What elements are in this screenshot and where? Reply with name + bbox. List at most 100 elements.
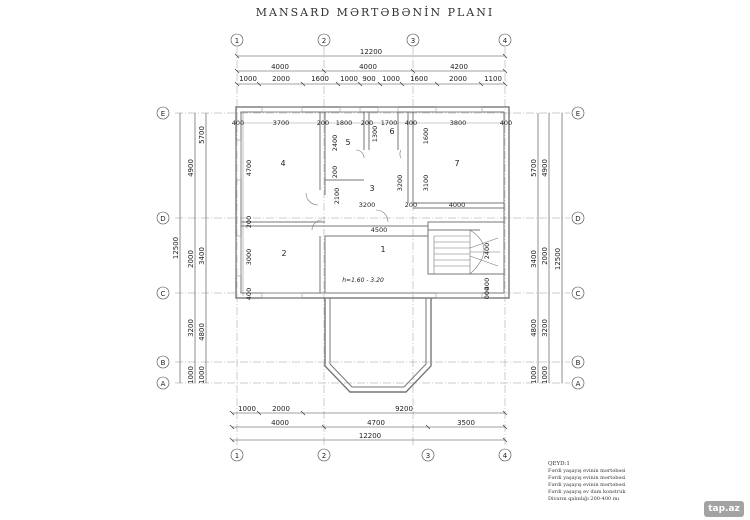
axis-label-row: B (161, 359, 166, 367)
dim-interior: 2400 (331, 135, 339, 152)
dim-top-chain2: 1100 (484, 75, 502, 83)
axis-label-row: D (160, 215, 165, 223)
dimension-lines (179, 55, 563, 441)
room-number: 7 (454, 159, 459, 168)
dim-interior: 200 (331, 166, 339, 178)
dim-interior: 200 (405, 201, 417, 209)
top-dimensions: 12200 4000 4000 4200 1000 2000 1600 1000… (239, 48, 502, 83)
dim-right-outer: 4800 (530, 319, 538, 337)
dim-right-outer: 3400 (530, 250, 538, 268)
dim-bottom-chain2: 4000 (271, 419, 289, 427)
dim-left-total: 12500 (172, 237, 180, 259)
dim-interior: 1800 (336, 119, 353, 127)
doors (305, 149, 402, 231)
dim-right-outer: 5700 (530, 159, 538, 177)
dim-interior: 3100 (422, 175, 430, 192)
room-number: 6 (389, 127, 394, 136)
dim-left-outer: 4800 (198, 323, 206, 341)
dim-right-inner: 4900 (541, 159, 549, 177)
dim-right-outer: 1000 (530, 366, 538, 384)
dim-right-total: 12500 (554, 248, 562, 270)
dim-interior: 3200 (359, 201, 376, 209)
axis-label-row: B (576, 359, 581, 367)
interior-dimensions: 400 3700 200 1800 200 1700 400 3800 400 … (232, 119, 512, 300)
windows (235, 106, 483, 299)
dim-interior: 4700 (245, 160, 253, 177)
axis-label-row: E (161, 110, 165, 118)
axis-label-col: 1 (235, 37, 239, 45)
axis-label-row: C (161, 290, 166, 298)
axis-labels: 1 2 3 4 1 2 3 4 E D C B A E D C B A (160, 37, 580, 460)
dim-top-chain2: 2000 (272, 75, 290, 83)
dim-bottom-chain2: 4700 (367, 419, 385, 427)
dim-interior: 400 (232, 119, 244, 127)
dim-left-inner: 1000 (187, 366, 195, 384)
dim-interior: 3000 (245, 249, 253, 266)
axis-label-col: 2 (322, 452, 326, 460)
dim-top-chain1: 4000 (359, 63, 377, 71)
axis-label-row: A (576, 380, 581, 388)
dim-top-chain2: 1000 (340, 75, 358, 83)
dim-interior: 400 (245, 288, 253, 300)
dim-left-outer: 3400 (198, 247, 206, 265)
height-note: h=1.60 - 3.20 (342, 277, 384, 284)
dim-bottom-total: 12200 (359, 432, 381, 440)
dim-top-chain1: 4200 (450, 63, 468, 71)
dim-bottom-chain1: 1000 (238, 405, 256, 413)
watermark: tap.az (704, 501, 744, 517)
dim-interior: 200 (245, 216, 253, 228)
room-number: 5 (345, 138, 350, 147)
dim-right-inner: 2000 (541, 247, 549, 265)
notes-heading: QEYD:1 (548, 461, 570, 467)
dim-bottom-chain1: 2000 (272, 405, 290, 413)
axis-label-col: 2 (322, 37, 326, 45)
dim-left-outer: 5700 (198, 126, 206, 144)
dim-bottom-chain2: 3500 (457, 419, 475, 427)
notes-line: Divarın qalınlığı 200-400 mı (548, 496, 620, 502)
dim-top-total: 12200 (360, 48, 382, 56)
dim-left-inner: 4900 (187, 159, 195, 177)
axis-label-row: D (575, 215, 580, 223)
page-title: MANSARD MƏRTƏBƏNİN PLANI (255, 6, 495, 19)
dim-interior: 4500 (371, 226, 388, 234)
axis-label-col: 4 (503, 37, 508, 45)
dim-bottom-chain1: 9200 (395, 405, 413, 413)
dim-top-chain2: 1600 (410, 75, 428, 83)
dim-interior: 3700 (273, 119, 290, 127)
building-walls (235, 106, 510, 393)
dim-interior: 1300 (371, 126, 379, 143)
dim-left-outer: 1000 (198, 366, 206, 384)
axis-label-col: 1 (235, 452, 239, 460)
axis-label-col: 4 (503, 452, 508, 460)
right-dimensions: 5700 3400 4800 1000 4900 2000 3200 1000 … (530, 159, 562, 384)
dim-left-inner: 3200 (187, 319, 195, 337)
dim-top-chain2: 2000 (449, 75, 467, 83)
dim-right-inner: 1000 (541, 366, 549, 384)
room-number: 1 (380, 245, 385, 254)
dim-right-inner: 3200 (541, 319, 549, 337)
axis-label-col: 3 (426, 452, 430, 460)
dim-interior: 1700 (381, 119, 398, 127)
dim-interior: 400 (500, 119, 512, 127)
dim-interior: 4000 (449, 201, 466, 209)
room-number: 3 (369, 184, 374, 193)
notes-line: Fərdi yaşayış evinin mərtəbəsi (548, 475, 626, 481)
room-number: 2 (281, 249, 286, 258)
axis-label-row: C (576, 290, 581, 298)
dim-interior: 2400 (483, 243, 491, 260)
notes-block: QEYD:1 Fərdi yaşayış evinin mərtəbəsi Fə… (548, 461, 626, 503)
room-numbers: 1 2 3 4 5 6 7 (280, 127, 459, 258)
dim-interior: 400 (483, 278, 491, 290)
notes-line: Fərdi yaşayış ev dam konstruk (548, 489, 626, 495)
dim-interior: 3800 (450, 119, 467, 127)
axis-label-row: E (576, 110, 580, 118)
dim-interior: 200 (361, 119, 373, 127)
dim-top-chain2: 1000 (239, 75, 257, 83)
dim-interior: 000 (483, 287, 491, 299)
left-dimensions: 5700 3400 4800 1000 4900 2000 3200 1000 … (172, 126, 206, 384)
dimension-ticks (229, 53, 508, 443)
notes-line: Fərdi yaşayış evinin mərtəbəsi (548, 482, 626, 488)
dim-interior: 1600 (422, 128, 430, 145)
axis-bubbles (156, 33, 585, 462)
